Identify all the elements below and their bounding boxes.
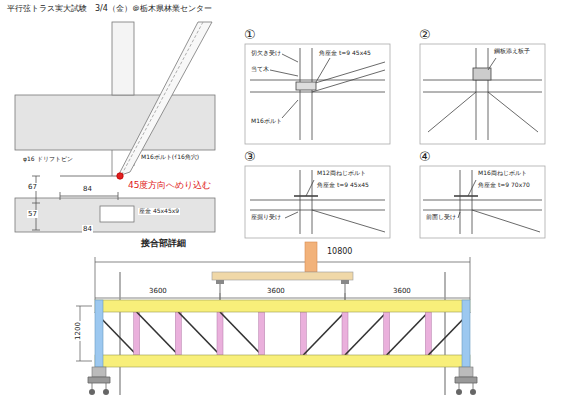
- dimension: 3600: [148, 287, 168, 295]
- truss-diagonal: [137, 312, 179, 355]
- part-note: 切欠き受け: [250, 50, 282, 57]
- dimension: 3600: [266, 287, 286, 295]
- part-note: 角座金 t=9 70x70: [477, 182, 531, 189]
- part-note: 前面し受け: [425, 214, 457, 221]
- dimension: 10800: [326, 247, 353, 256]
- truss-diagonal: [303, 312, 345, 355]
- page-title: 平行弦トラス実大試験 3/4（金）＠栃木県林業センター: [6, 4, 213, 13]
- dimension: 67: [27, 183, 38, 191]
- truss-diagonal: [220, 312, 262, 355]
- detail-panel: ① 切欠き受け当て木 M16ボルト 角座金 t=9 45x45: [240, 28, 392, 148]
- dimension: 84: [82, 185, 93, 193]
- detail-panel: ④ M16両ねじボルト角座金 t=9 70x70 前面し受け: [415, 150, 547, 242]
- part-note: M16ボルト(ｲ16角穴): [140, 154, 200, 161]
- dimension: 57: [27, 210, 38, 218]
- part-note: 当て木: [250, 66, 270, 73]
- detail-1: [250, 48, 385, 140]
- part-note: M16両ねじボルト: [477, 170, 528, 177]
- detail-3: [250, 170, 385, 234]
- truss-post: [134, 312, 140, 355]
- truss-post: [175, 312, 181, 355]
- dimension: 1200: [74, 321, 82, 341]
- joint-detail: [15, 22, 215, 232]
- note-red: 45度方向へめり込む: [127, 180, 212, 190]
- detail-panel: ③ M12両ねじボルト角座金 t=9 45x45 座掘り受け: [240, 150, 392, 242]
- truss-post: [217, 312, 223, 355]
- part-note: 角座金 t=9 45x45: [318, 50, 372, 57]
- truss-post: [425, 312, 431, 355]
- truss-diagonal: [178, 312, 220, 355]
- part-note: 座掘り受け: [250, 214, 282, 221]
- part-note: M16ボルト: [250, 118, 283, 125]
- callout-number: ②: [419, 28, 431, 43]
- callout-number: ①: [244, 28, 256, 43]
- truss-diagonal: [387, 312, 429, 355]
- truss-diagonal: [345, 312, 387, 355]
- callout-number: ③: [244, 150, 256, 165]
- detail-2: [423, 48, 542, 140]
- detail-panel: ② 鋼板添え板子: [415, 28, 547, 148]
- part-note: 座金 45x45x9: [138, 208, 180, 215]
- dimension: 84: [82, 225, 93, 233]
- part-note: 鋼板添え板子: [493, 48, 531, 55]
- part-note: 角座金 t=9 45x45: [316, 182, 370, 189]
- truss-post: [259, 312, 265, 355]
- truss-post: [342, 312, 348, 355]
- callout-number: ④: [419, 150, 431, 165]
- part-note: φ16 ドリフトピン: [22, 156, 74, 163]
- detail-4: [423, 170, 542, 234]
- truss-post: [384, 312, 390, 355]
- dimension: 3600: [392, 287, 412, 295]
- figure-caption: 接合部詳細: [140, 238, 187, 248]
- truss-post: [300, 312, 306, 355]
- detail-frames: [245, 44, 545, 238]
- part-note: M12両ねじボルト: [316, 170, 367, 177]
- truss-test: [76, 242, 477, 395]
